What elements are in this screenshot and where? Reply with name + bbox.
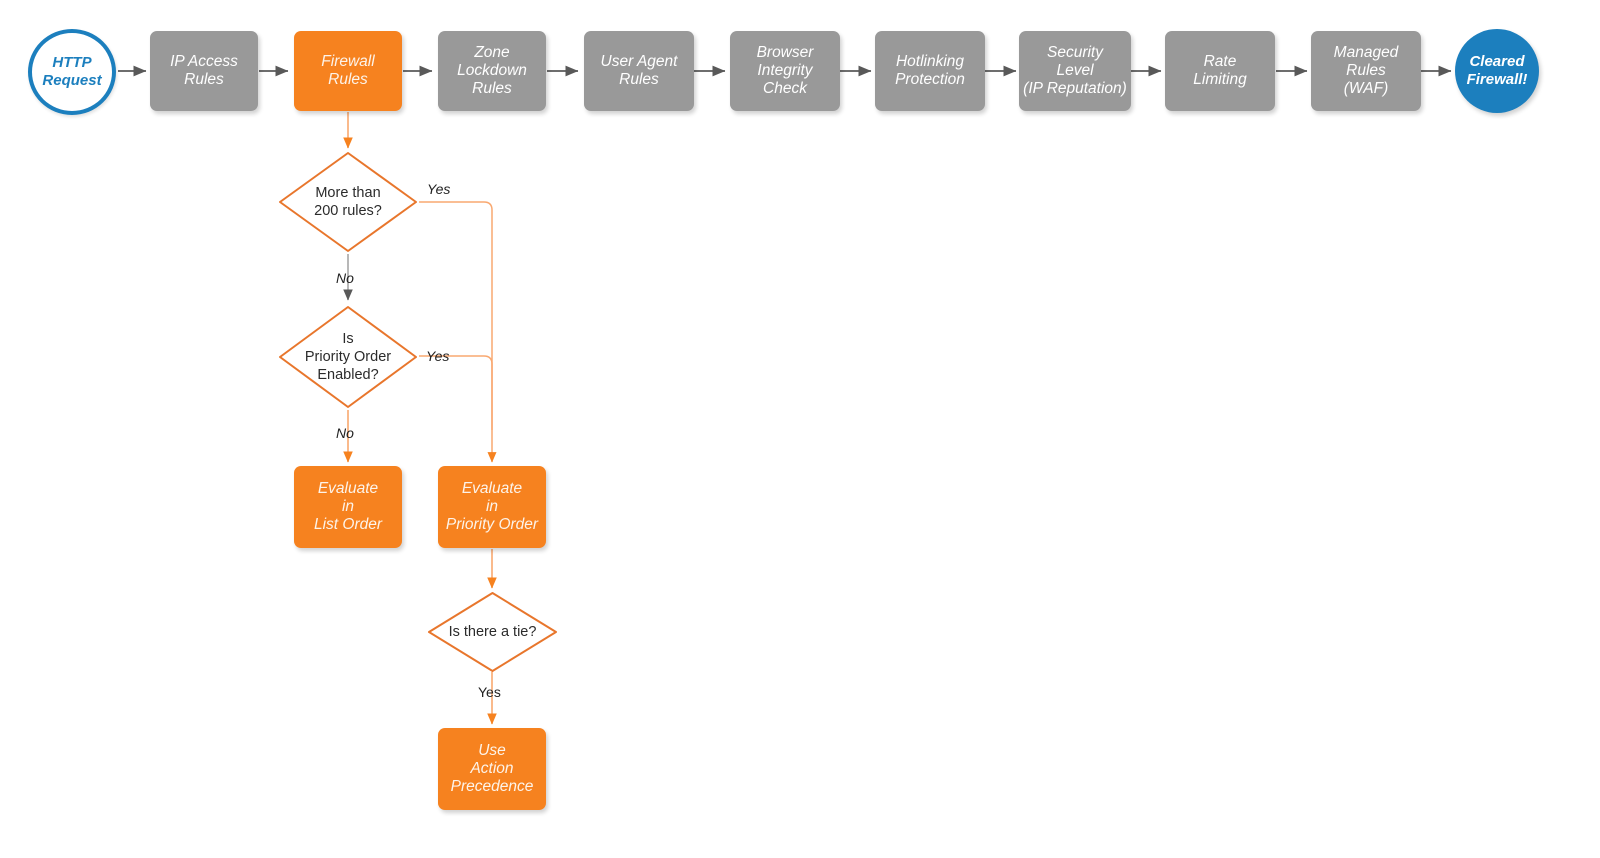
edge-label-tie-yes: Yes xyxy=(478,684,501,700)
node-cleared-firewall[interactable]: Cleared Firewall! xyxy=(1455,29,1539,113)
node-decision-is-there-a-tie[interactable]: Is there a tie? xyxy=(426,590,559,674)
edge-label-priority-yes: Yes xyxy=(426,348,450,364)
edge-label-rules-yes: Yes xyxy=(427,181,451,197)
edge-priority-yes-to-priority-order xyxy=(419,355,493,430)
node-use-action-precedence[interactable]: Use Action Precedence xyxy=(438,728,546,810)
node-decision-is-priority-order-enabled[interactable]: Is Priority Order Enabled? xyxy=(277,304,419,410)
node-evaluate-in-priority-order[interactable]: Evaluate in Priority Order xyxy=(438,466,546,548)
edge-label-priority-no: No xyxy=(336,425,354,441)
edge-rules-yes-to-priority-order xyxy=(419,201,497,463)
node-evaluate-in-list-order[interactable]: Evaluate in List Order xyxy=(294,466,402,548)
diamond-shape xyxy=(279,152,417,252)
diamond-shape xyxy=(428,592,557,672)
node-firewall-rules[interactable]: Firewall Rules xyxy=(294,31,402,111)
node-browser-integrity-check[interactable]: Browser Integrity Check xyxy=(730,31,840,111)
node-zone-lockdown-rules[interactable]: Zone Lockdown Rules xyxy=(438,31,546,111)
decision-label-is-there-a-tie: Is there a tie? xyxy=(448,623,537,640)
node-hotlinking-protection[interactable]: Hotlinking Protection xyxy=(875,31,985,111)
node-rate-limiting[interactable]: Rate Limiting xyxy=(1165,31,1275,111)
decision-label-more-than-200-rules: More than 200 rules? xyxy=(314,184,382,219)
node-ip-access-rules[interactable]: IP Access Rules xyxy=(150,31,258,111)
node-managed-rules-waf[interactable]: Managed Rules (WAF) xyxy=(1311,31,1421,111)
node-security-level[interactable]: Security Level (IP Reputation) xyxy=(1019,31,1131,111)
node-http-request[interactable]: HTTP Request xyxy=(28,29,116,115)
decision-label-is-priority-order-enabled: Is Priority Order Enabled? xyxy=(304,330,392,384)
node-decision-more-than-200-rules[interactable]: More than 200 rules? xyxy=(277,150,419,254)
edge-label-rules-no: No xyxy=(336,270,354,286)
diamond-shape xyxy=(279,306,417,408)
node-user-agent-rules[interactable]: User Agent Rules xyxy=(584,31,694,111)
